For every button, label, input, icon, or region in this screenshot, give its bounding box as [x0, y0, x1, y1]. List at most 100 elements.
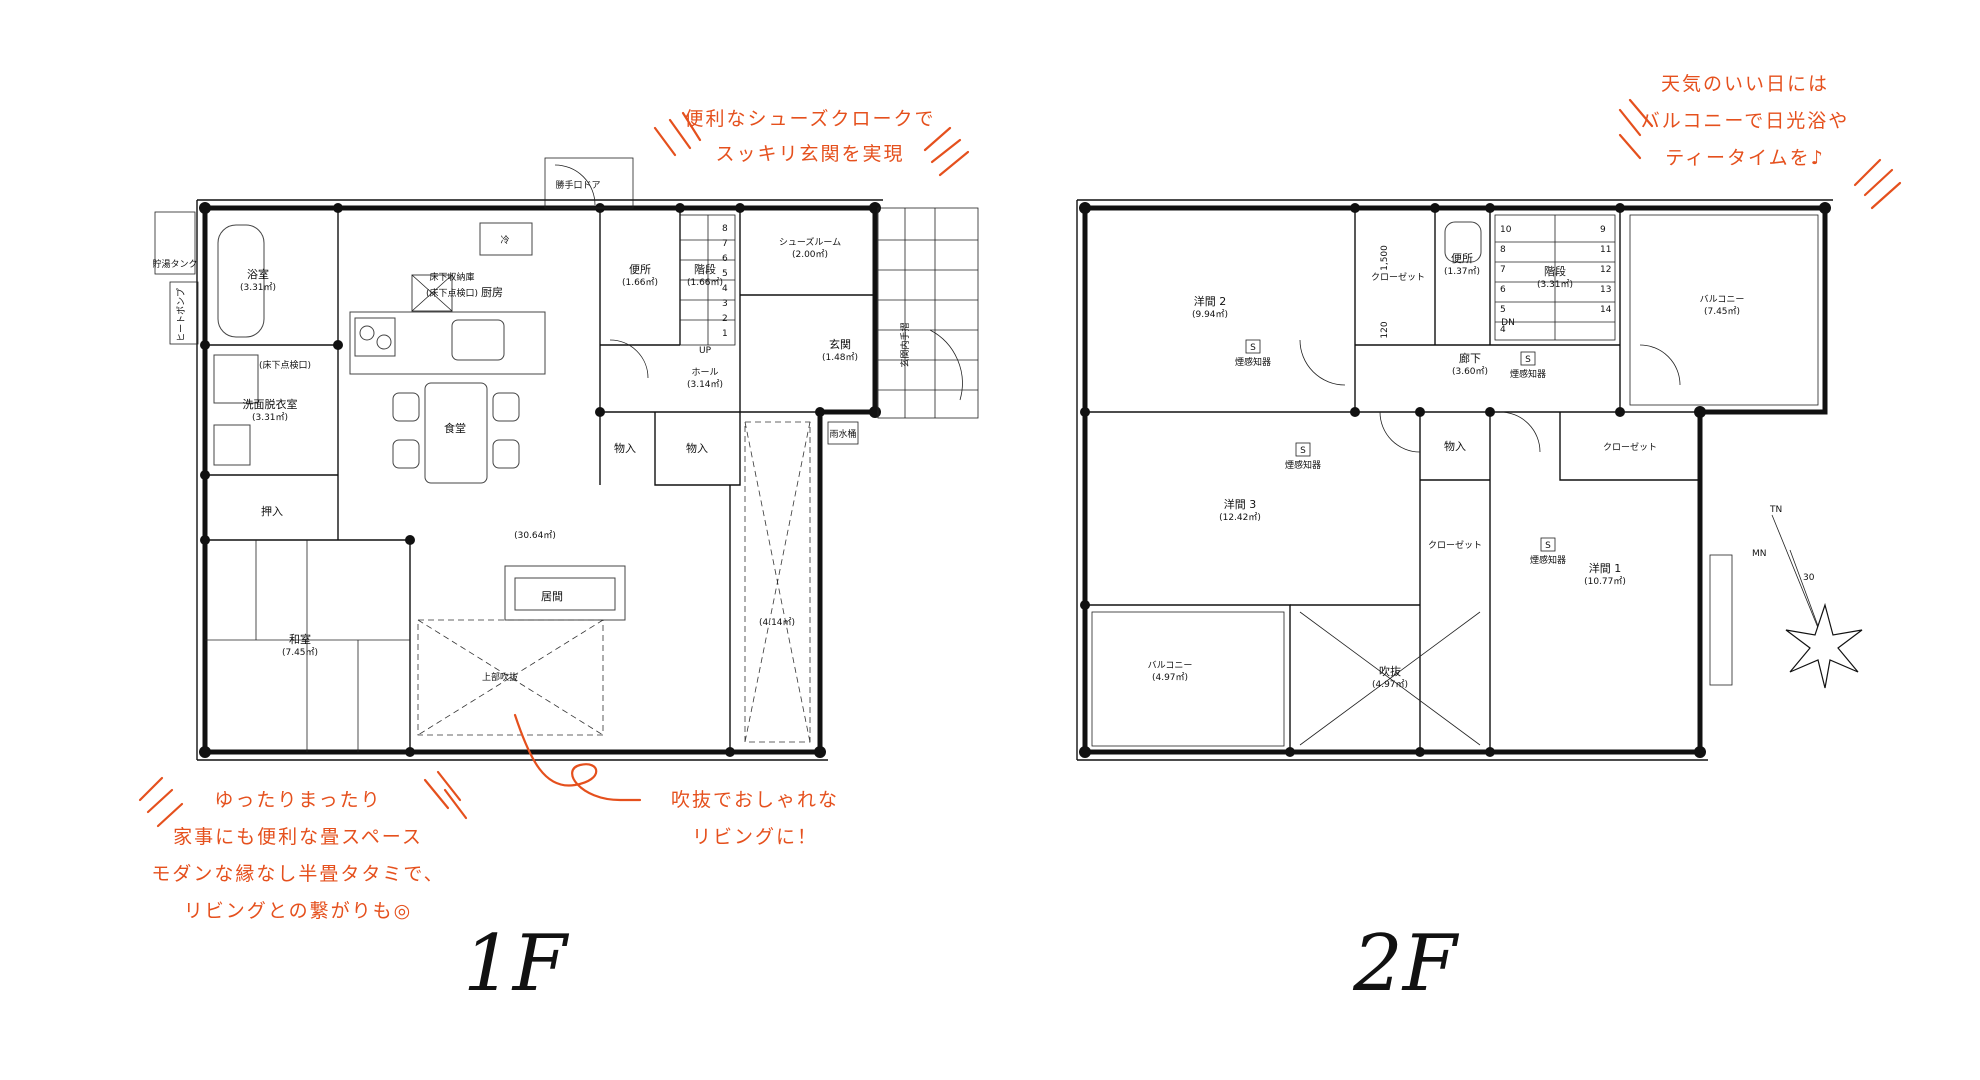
entry-door-label: 勝手口ドア — [555, 179, 600, 191]
fukinuke-note-2: リビングに！ — [692, 826, 818, 848]
genkan-label: 玄関 — [829, 337, 851, 351]
smoke-symbol-2: S — [1525, 355, 1531, 365]
dim-1500: 1,500 — [1380, 245, 1390, 271]
room2-area: (9.94㎡) — [1192, 309, 1228, 320]
2f-stairs-label: 階段 — [1544, 264, 1566, 278]
fukinuke-note-1: 吹抜でおしゃれな — [671, 789, 839, 811]
compass-angle: 30 — [1803, 573, 1815, 583]
living-label: 居間 — [541, 590, 563, 603]
1f-toilet-label: 便所 — [629, 263, 651, 276]
2f-closet-b: クローゼット — [1603, 441, 1657, 453]
2f-stairs-area: (3.31㎡) — [1537, 279, 1573, 290]
2f-stair-step-number: 7 — [1500, 265, 1506, 275]
smoke-detector-3: 煙感知器 — [1285, 459, 1321, 471]
2f-storage-label: 物入 — [1444, 439, 1466, 453]
bath-area: (3.31㎡) — [240, 282, 276, 293]
upper-void-label: 上部吹抜 — [482, 671, 518, 683]
hall-area: (3.14㎡) — [687, 379, 723, 390]
water-tank-label: 貯湯タンク — [152, 259, 197, 270]
living-area: (30.64㎡) — [514, 530, 556, 541]
tatami-note-1: ゆったりまったり — [214, 789, 381, 811]
north-compass: TN MN 30 — [1752, 505, 1863, 689]
1f-stairs-up: UP — [699, 346, 712, 356]
kitchen-storage: 床下収納庫 — [429, 271, 474, 283]
genkan-handrail-label: 玄関内手摺 — [899, 322, 911, 367]
smoke-symbol-4: S — [1545, 541, 1551, 551]
oshiire-label: 押入 — [261, 504, 283, 518]
dining-label: 食堂 — [444, 421, 466, 435]
smoke-detector-2: 煙感知器 — [1510, 368, 1546, 380]
room1-area: (10.77㎡) — [1584, 576, 1626, 587]
shoes-room-label: シューズルーム — [779, 236, 841, 248]
first-floor-labels: 浴室 (3.31㎡) (床下点検口) 洗面脱衣室 (3.31㎡) 押入 和室 (… — [152, 179, 911, 683]
1f-stair-step-number: 1 — [722, 329, 728, 339]
2f-closet-a: クローゼット — [1371, 271, 1425, 283]
void-area: (4.97㎡) — [1372, 679, 1408, 690]
balcony-note-3: ティータイムを♪ — [1665, 147, 1825, 169]
rain-tank-label: 雨水桶 — [829, 428, 856, 440]
1f-toilet-area: (1.66㎡) — [622, 277, 658, 288]
balcony-main-area: (7.45㎡) — [1704, 306, 1740, 317]
balcony-note-2: バルコニーで日光浴や — [1641, 110, 1849, 132]
storage-a-label: 物入 — [614, 441, 636, 455]
floor-label-1f: 1F — [463, 919, 570, 1009]
smoke-detector-1: 煙感知器 — [1235, 356, 1271, 368]
second-floor-labels: 洋間 2 (9.94㎡) S 煙感知器 クローゼット 1,500 120 便所 … — [1148, 245, 1745, 690]
1f-stair-step-number: 5 — [722, 269, 728, 279]
shoe-cloak-note-1: 便利なシューズクロークで — [684, 108, 935, 130]
2f-stair-step-number: 11 — [1600, 245, 1611, 255]
1f-stair-step-number: 6 — [722, 254, 728, 264]
hallway-label: 廊下 — [1459, 351, 1481, 365]
2f-toilet-label: 便所 — [1451, 252, 1473, 265]
room2-label: 洋間 2 — [1194, 294, 1227, 308]
balcony-main-label: バルコニー — [1700, 294, 1745, 305]
2f-stair-step-number: 10 — [1500, 225, 1512, 235]
kitchen-hatch: (床下点検口) — [426, 287, 478, 299]
closet-area-label: (4.14㎡) — [759, 617, 795, 628]
genkan-area: (1.48㎡) — [822, 352, 858, 363]
tatami-note-3: モダンな縁なし半畳タタミで、 — [151, 863, 444, 885]
heat-pump-label: ヒートポンプ — [176, 288, 187, 342]
1f-stair-step-number: 4 — [722, 284, 728, 294]
1f-stair-step-number: 2 — [722, 314, 728, 324]
washroom-hatch: (床下点検口) — [259, 359, 311, 371]
2f-stair-step-number: 13 — [1600, 285, 1611, 295]
storage-b-label: 物入 — [686, 441, 708, 455]
hall-label: ホール — [691, 367, 718, 378]
2f-stair-step-number: 14 — [1600, 305, 1612, 315]
smoke-symbol-1: S — [1250, 343, 1256, 353]
kitchen-label: 厨房 — [481, 286, 503, 299]
2f-stairs-down: DN — [1501, 318, 1515, 328]
compass-tn: TN — [1769, 505, 1782, 515]
smoke-symbol-3: S — [1300, 446, 1306, 456]
washitsu-area: (7.45㎡) — [282, 647, 318, 658]
bath-label: 浴室 — [247, 267, 269, 281]
2f-stair-step-number: 12 — [1600, 265, 1611, 275]
shoes-room-area: (2.00㎡) — [792, 249, 828, 260]
room3-area: (12.42㎡) — [1219, 512, 1261, 523]
annotation-accents — [138, 98, 1902, 828]
compass-mn: MN — [1752, 549, 1767, 559]
1f-stair-step-number: 3 — [722, 299, 728, 309]
smoke-detector-4: 煙感知器 — [1530, 554, 1566, 566]
1f-outer-wall — [202, 205, 878, 755]
balcony-small-area: (4.97㎡) — [1152, 672, 1188, 683]
1f-stair-step-number: 8 — [722, 224, 728, 234]
2f-stair-step-number: 9 — [1600, 225, 1606, 235]
washroom-area: (3.31㎡) — [252, 412, 288, 423]
2f-closet-c: クローゼット — [1428, 539, 1482, 551]
1f-stairs-label: 階段 — [694, 262, 716, 276]
2f-stair-step-number: 5 — [1500, 305, 1506, 315]
room3-label: 洋間 3 — [1224, 497, 1257, 511]
hallway-area: (3.60㎡) — [1452, 366, 1488, 377]
void-label: 吹抜 — [1379, 664, 1401, 678]
2f-stair-step-number: 4 — [1500, 325, 1506, 335]
dim-120: 120 — [1380, 321, 1390, 338]
balcony-note-1: 天気のいい日には — [1661, 73, 1829, 95]
2f-stair-step-number: 6 — [1500, 285, 1506, 295]
annotation-text: 便利なシューズクロークで スッキリ玄関を実現 天気のいい日には バルコニーで日光… — [151, 73, 1849, 922]
1f-stair-step-number: 7 — [722, 239, 728, 249]
shoe-cloak-note-2: スッキリ玄関を実現 — [715, 143, 904, 165]
second-floor-plan — [1076, 199, 1833, 761]
1f-stairs-area: (1.66㎡) — [687, 277, 723, 288]
